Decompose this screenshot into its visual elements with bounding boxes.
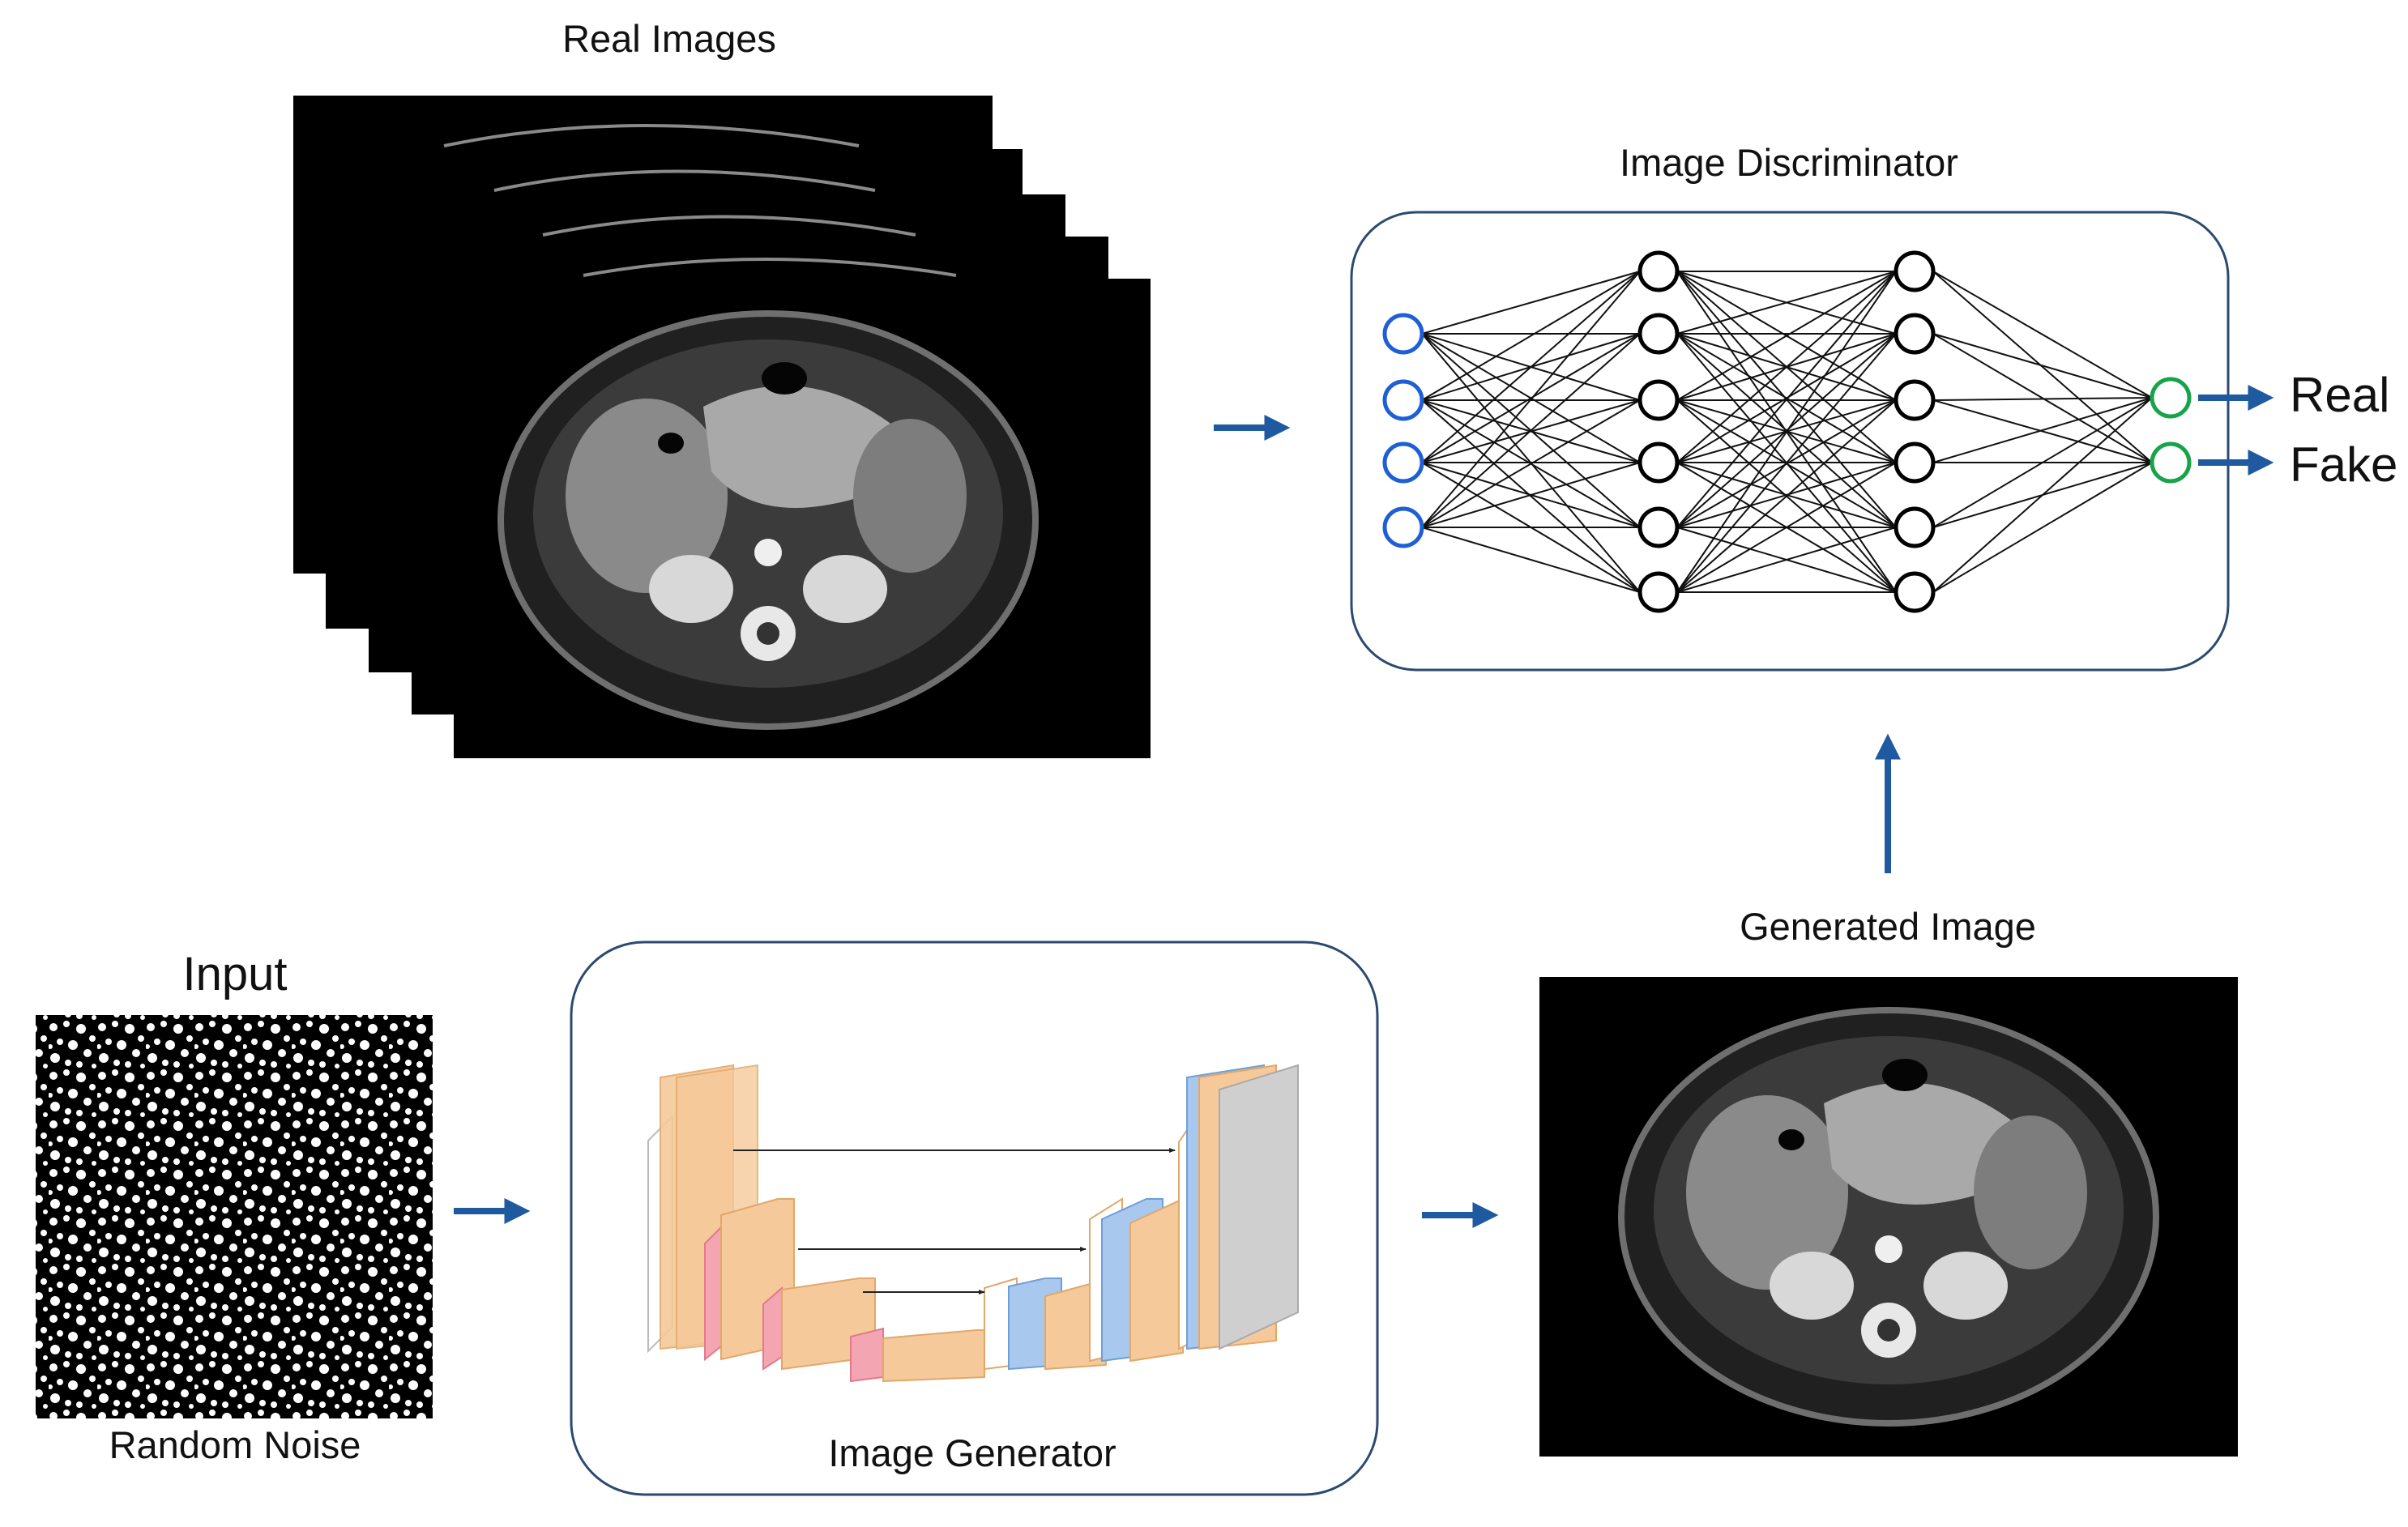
network-edge [1676,271,1897,593]
network-edge [1932,397,2153,401]
network-edge [1421,399,1641,593]
hidden-neuron [1637,506,1680,548]
network-edge [1676,271,1897,335]
discriminator-box [1350,211,2230,672]
input-label: Input [183,948,288,1000]
network-edge [1932,399,2153,463]
generated-image-label: Generated Image [1740,905,2036,948]
network-edge [1932,333,2153,399]
network-edge [1676,462,1897,528]
discriminator-label: Image Discriminator [1620,141,1958,184]
random-noise-image [36,1015,433,1418]
discriminator-network [1382,250,2192,613]
hidden-neuron [1894,250,1936,292]
hidden-neuron [1894,571,1936,613]
hidden-neuron [1894,379,1936,421]
hidden-neuron [1637,379,1680,421]
network-edge [1676,271,1897,401]
input-neuron [1382,313,1424,355]
network-edge [1421,399,1641,528]
random-noise-label: Random Noise [109,1423,361,1466]
hidden-neuron [1637,250,1680,292]
network-edge [1676,462,1897,593]
network-edge [1421,271,1641,335]
hidden-neuron [1894,506,1936,548]
input-neuron [1382,506,1424,548]
network-edge [1421,271,1641,401]
network-edge [1676,527,1897,593]
real-images-label: Real Images [562,17,776,60]
output-neuron [2150,377,2192,419]
hidden-neuron [1894,313,1936,355]
network-edge [1421,462,1641,528]
network-edge [1932,397,2153,463]
hidden-neuron [1894,441,1936,484]
fake-output-label: Fake [2290,437,2397,492]
network-edge [1932,462,2153,593]
network-edge [1932,397,2153,593]
hidden-neuron [1637,571,1680,613]
network-edge [1676,271,1897,463]
real-images-stack [293,96,1151,758]
hidden-neuron [1637,441,1680,484]
network-edge [1932,397,2153,528]
network-edge [1676,399,1897,593]
real-output-label: Real [2290,368,2389,422]
network-edge [1676,271,1897,528]
network-edge [1932,271,2153,399]
network-edge [1421,333,1641,528]
output-neuron [2150,441,2192,484]
network-edge [1421,271,1641,528]
input-neuron [1382,441,1424,484]
network-edge [1421,271,1641,463]
unet-diagram [647,1064,1299,1383]
input-neuron [1382,379,1424,421]
generator-label: Image Generator [828,1431,1116,1474]
hidden-neuron [1637,313,1680,355]
network-edge [1421,527,1641,593]
network-edge [1676,333,1897,593]
generated-ct-image [1539,977,2238,1457]
